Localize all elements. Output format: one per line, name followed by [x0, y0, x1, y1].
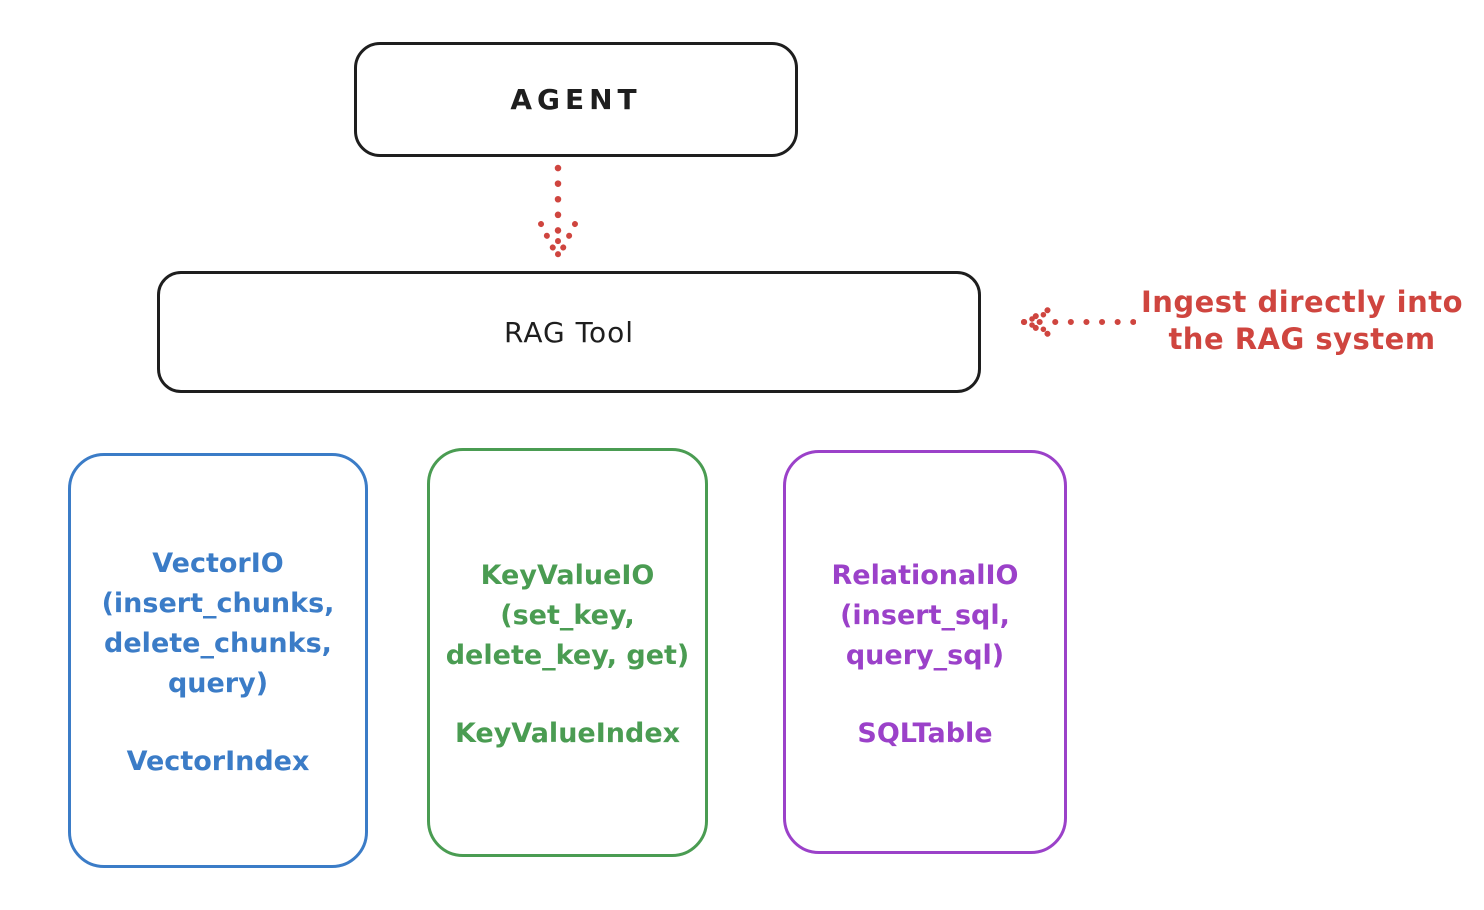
dotted-arrow-down-icon — [528, 161, 588, 261]
ingest-annotation: Ingest directly into the RAG system — [1140, 285, 1464, 356]
dotted-arrow-left-icon — [1010, 297, 1137, 347]
arrow-down-svg — [538, 164, 578, 259]
agent-label: AGENT — [510, 83, 642, 116]
relational-io-box: RelationalIO (insert_sql, query_sql) SQL… — [783, 450, 1067, 854]
keyvalue-io-index-label: KeyValueIndex — [454, 718, 681, 749]
keyvalue-io-box: KeyValueIO (set_key, delete_key, get) Ke… — [427, 448, 708, 857]
vector-io-index-label: VectorIndex — [126, 746, 310, 777]
relational-io-index-label: SQLTable — [857, 717, 993, 749]
rag-tool-box: RAG Tool — [157, 271, 981, 393]
keyvalue-io-main-text: KeyValueIO (set_key, delete_key, get) — [445, 560, 690, 671]
vector-io-main-text: VectorIO (insert_chunks, delete_chunks, … — [101, 548, 335, 699]
arrow-left-svg — [1021, 305, 1137, 339]
relational-io-main-text: RelationalIO (insert_sql, query_sql) — [831, 559, 1019, 671]
agent-box: AGENT — [354, 42, 798, 157]
rag-tool-label: RAG Tool — [504, 315, 634, 349]
vector-io-box: VectorIO (insert_chunks, delete_chunks, … — [68, 453, 368, 868]
